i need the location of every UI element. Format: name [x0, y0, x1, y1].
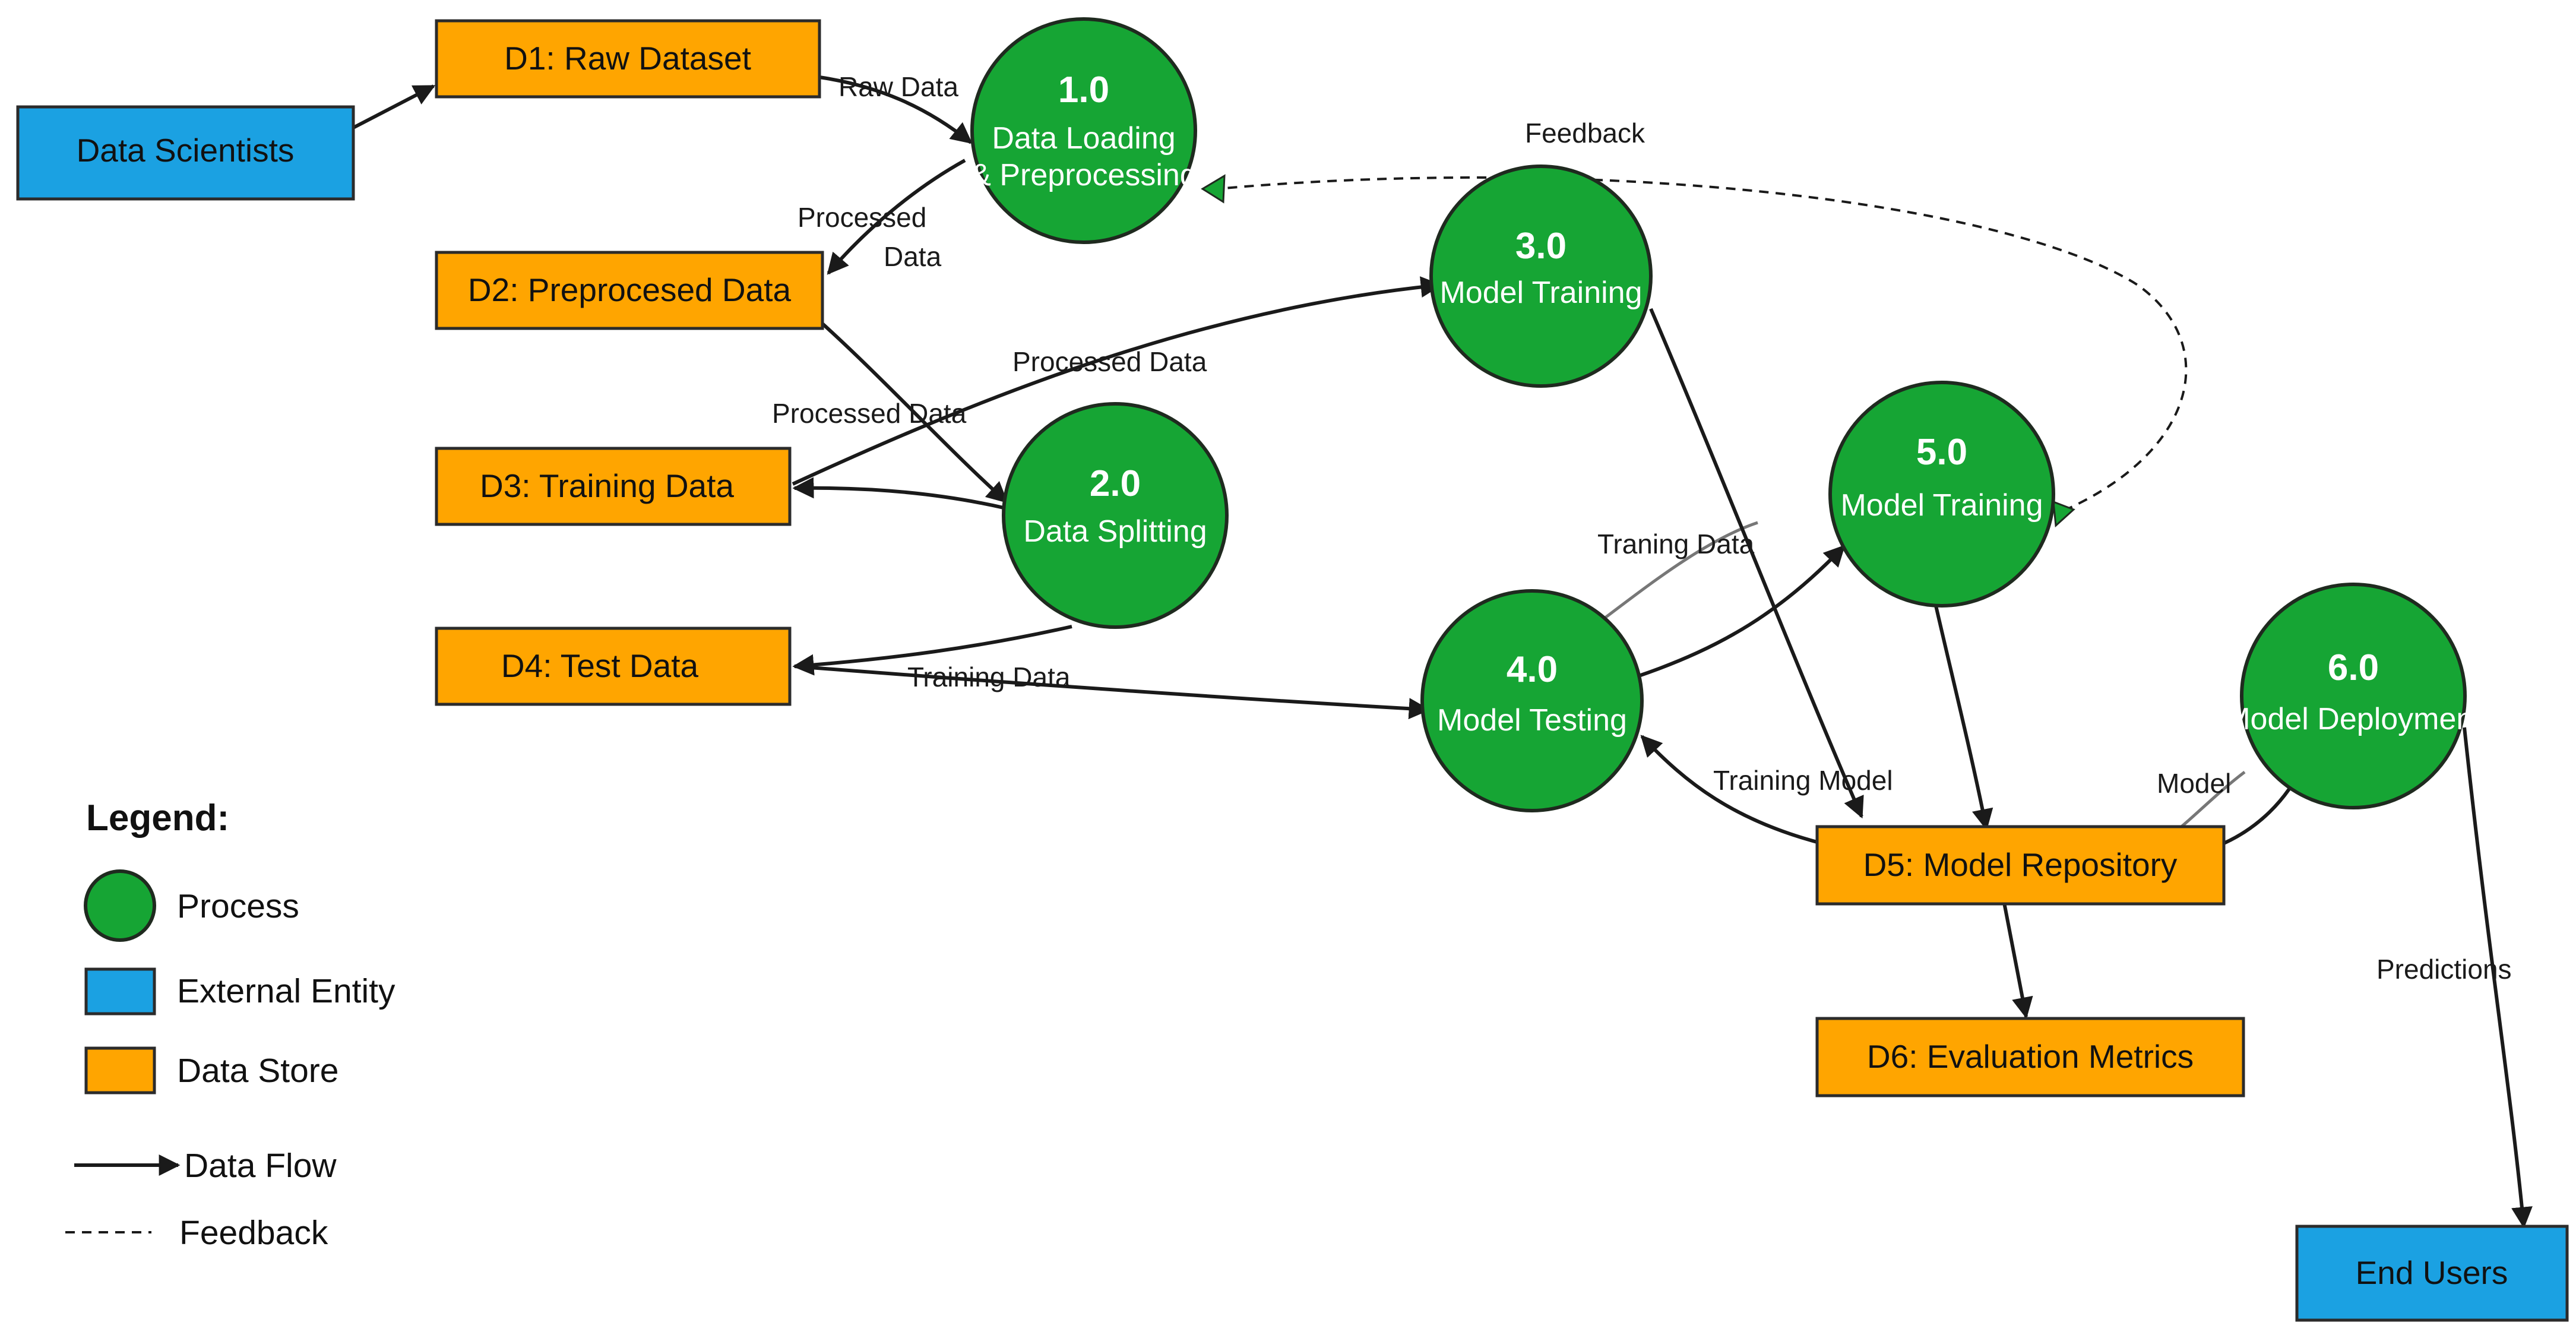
flow-p4-to-p5 [1638, 545, 1846, 678]
process-1-id: 1.0 [1058, 69, 1109, 110]
process-2-name: Data Splitting [1023, 514, 1207, 549]
flow-label-processed-data-2: Processed Data [1012, 346, 1207, 377]
legend-entity-swatch [84, 967, 156, 1016]
process-2: 2.0 Data Splitting [1002, 402, 1229, 629]
legend-title: Legend: [86, 798, 229, 839]
legend-store-swatch [84, 1046, 156, 1094]
process-2-id: 2.0 [1090, 463, 1141, 504]
flow-p5-to-d5 [1934, 605, 1993, 831]
flow-scientists-to-d1 [352, 84, 436, 129]
legend-entity-label: External Entity [177, 972, 395, 1010]
process-5: 5.0 Model Training [1828, 381, 2055, 608]
flow-label-processed-data-3: Processed Data [772, 398, 967, 429]
flow-label-training-model: Training Model [1713, 765, 1893, 796]
flow-d3-to-p3 [792, 276, 1442, 486]
legend-process-label: Process [177, 887, 299, 925]
process-6: 6.0 Model Deployment [2224, 583, 2482, 809]
process-3-id: 3.0 [1515, 226, 1567, 267]
entity-data-scientists-label: Data Scientists [77, 132, 295, 169]
flow-p3-to-d5 [1649, 308, 1864, 819]
entity-data-scientists: Data Scientists [16, 105, 355, 201]
legend-feedback-label: Feedback [179, 1214, 328, 1252]
flow-d5-to-p6-light [2178, 771, 2246, 830]
store-d6-label: D6: Evaluation Metrics [1867, 1038, 2194, 1075]
flow-d2-to-p2 [821, 322, 1008, 504]
flow-label-predictions: Predictions [2376, 954, 2512, 985]
store-d1-label: D1: Raw Dataset [504, 40, 751, 77]
process-6-name: Model Deployment [2224, 702, 2482, 736]
flow-label-traning-data: Traning Data [1597, 529, 1755, 559]
flow-d1-to-p1 [819, 75, 973, 144]
store-d1: D1: Raw Dataset [435, 19, 821, 99]
legend-flow-label: Data Flow [184, 1147, 337, 1185]
flow-p2-to-d3 [792, 477, 1004, 510]
process-4-name: Model Testing [1437, 703, 1627, 738]
feedback-arrowhead [1201, 174, 1226, 204]
entity-end-users: End Users [2295, 1225, 2569, 1322]
legend: Legend: Process External Entity Data Sto… [65, 798, 395, 1252]
process-1-name-line1: Data Loading [992, 121, 1175, 156]
flow-p1-to-d2 [827, 159, 966, 275]
flow-d5-to-p4 [1640, 735, 1818, 844]
store-d3: D3: Training Data [435, 447, 792, 526]
flow-label-processed-data-1b: Data [884, 241, 942, 272]
store-d2: D2: Preprocesed Data [435, 251, 824, 330]
store-d5-label: D5: Model Repository [1863, 846, 2178, 883]
process-6-id: 6.0 [2328, 647, 2379, 688]
flow-d4-to-p4 [794, 665, 1431, 720]
flow-p6-to-end-users [2463, 727, 2533, 1229]
process-1: 1.0 Data Loading & Preprocessing [970, 17, 1197, 244]
flow-label-raw-data: Raw Data [838, 71, 958, 102]
store-d3-label: D3: Training Data [480, 467, 734, 504]
store-d5: D5: Model Repository [1815, 825, 2226, 906]
flow-d5-to-d6 [2002, 902, 2033, 1019]
process-5-id: 5.0 [1916, 432, 1967, 473]
flow-label-training-data: Training Data [907, 662, 1071, 692]
flow-p2-to-d4 [792, 625, 1072, 676]
entity-end-users-label: End Users [2356, 1254, 2508, 1291]
store-d4: D4: Test Data [435, 627, 792, 706]
flow-p4-to-p5-light [1596, 521, 1758, 625]
process-1-name-line2: & Preprocessing [970, 158, 1197, 192]
process-4-id: 4.0 [1507, 649, 1558, 690]
flow-label-feedback: Feedback [1525, 118, 1645, 148]
process-3-name: Model Training [1439, 276, 1642, 310]
feedback-stub-p5 [2052, 500, 2075, 528]
process-4: 4.0 Model Testing [1420, 589, 1644, 812]
process-3: 3.0 Model Training [1429, 164, 1653, 388]
flow-label-processed-data-1a: Processed [798, 202, 926, 233]
store-d2-label: D2: Preprocesed Data [468, 271, 792, 308]
process-5-name: Model Training [1840, 488, 2043, 523]
store-d4-label: D4: Test Data [501, 647, 699, 684]
legend-process-swatch [84, 869, 156, 942]
legend-store-label: Data Store [177, 1052, 338, 1090]
store-d6: D6: Evaluation Metrics [1815, 1017, 2245, 1097]
flow-label-model: Model [2157, 768, 2231, 799]
flow-labels: Raw Data Processed Data Processed Data P… [772, 71, 2512, 985]
